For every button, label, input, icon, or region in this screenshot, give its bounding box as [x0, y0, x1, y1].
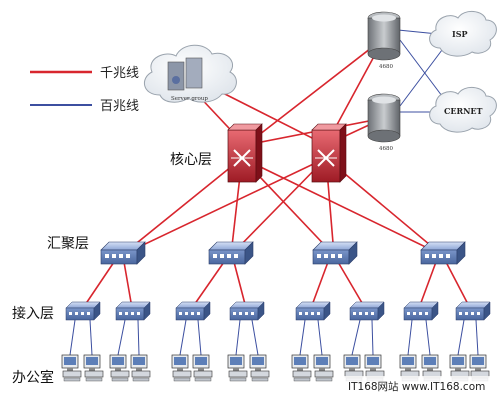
isp-label: ISP: [452, 29, 468, 39]
pc-icon: [313, 354, 334, 382]
access-switch: [403, 301, 439, 321]
gigabit-links: [82, 37, 471, 309]
isp-cloud: ISP: [429, 11, 497, 57]
pc-icon: [83, 354, 104, 382]
megabit-legend-label: 百兆线: [100, 99, 139, 114]
server-group-label: Server group: [171, 96, 208, 102]
pc-icon: [109, 354, 130, 382]
layer-label-core: 核心层: [170, 152, 212, 168]
pc-icon: [291, 354, 312, 382]
access-switch: [175, 301, 211, 321]
router-top: 4680: [367, 11, 401, 70]
aggregation-switch: [100, 241, 146, 265]
gigabit-legend-label: 千兆线: [100, 66, 139, 81]
pc-icon: [61, 354, 82, 382]
pc-icon: [227, 354, 248, 382]
pc-icon: [130, 354, 151, 382]
access-switch: [349, 301, 385, 321]
core-switch-right: [311, 123, 347, 183]
aggregation-switch: [420, 241, 466, 265]
aggregation-switch: [312, 241, 358, 265]
pc-icon: [192, 354, 213, 382]
layer-label-access: 接入层: [12, 305, 54, 322]
access-switch: [115, 301, 151, 321]
office-computers: [61, 354, 490, 382]
access-switch: [65, 301, 101, 321]
pc-icon: [249, 354, 270, 382]
watermark: IT168网站 www.IT168.com: [344, 376, 498, 396]
router-bottom-label: 4680: [379, 146, 393, 152]
server-group: Server group: [144, 44, 237, 103]
access-switch: [455, 301, 491, 321]
aggregation-switch: [208, 241, 254, 265]
access-switches: [65, 301, 491, 321]
access-switch: [295, 301, 331, 321]
router-top-label: 4680: [379, 64, 393, 70]
cernet-label: CERNET: [444, 106, 483, 116]
cernet-cloud: CERNET: [429, 87, 497, 133]
pc-icon: [171, 354, 192, 382]
aggregation-switches: [100, 241, 466, 265]
core-switch-left: [227, 123, 263, 183]
watermark-text: IT168网站 www.IT168.com: [348, 380, 485, 393]
legend: 千兆线 百兆线: [30, 66, 139, 114]
access-switch: [229, 301, 265, 321]
layer-label-office: 办公室: [12, 369, 54, 386]
pc-icon: [399, 354, 420, 382]
megabit-links: [69, 29, 479, 356]
layer-label-aggregation: 汇聚层: [47, 236, 89, 252]
router-bottom: 4680: [367, 93, 401, 152]
